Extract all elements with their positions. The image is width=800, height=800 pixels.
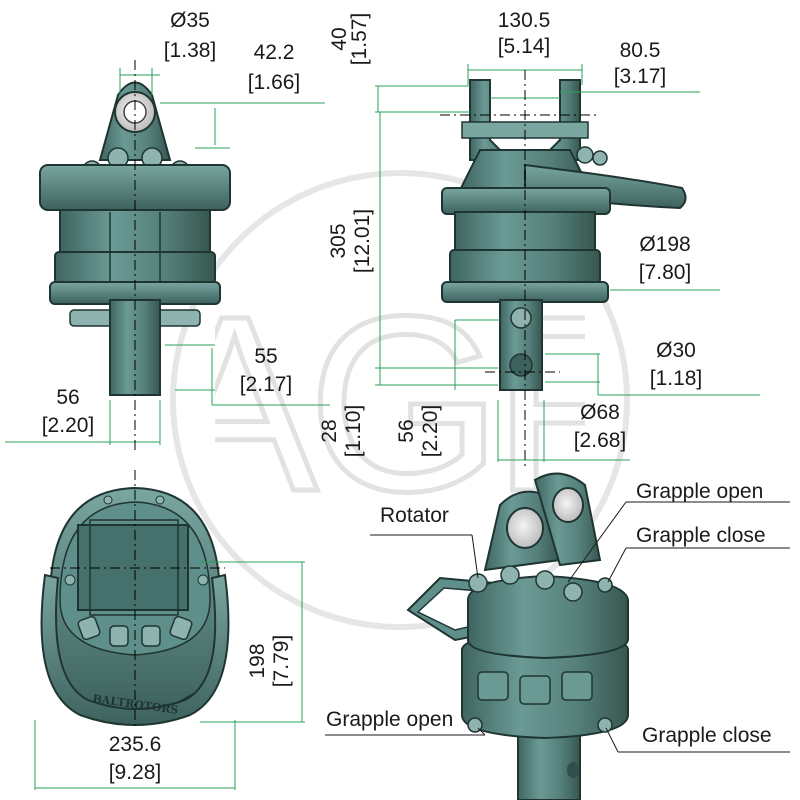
dim-yoke-width-mm: 130.5	[497, 9, 551, 32]
dim-eye-diameter-in: [1.38]	[163, 39, 217, 62]
callout-grapple-open-bottom: Grapple open	[326, 708, 454, 731]
side-view	[375, 64, 760, 470]
dim-housing-diameter-in: [7.80]	[638, 261, 692, 284]
callout-grapple-open-top: Grapple open	[636, 480, 764, 503]
dim-shaft-diameter-mm: Ø68	[580, 401, 620, 424]
top-view: BALTROTORS	[34, 470, 305, 790]
dim-front-shaft-length-in: [2.17]	[239, 373, 293, 396]
dim-yoke-inner-in: [3.17]	[613, 65, 667, 88]
dim-shaft-height-in: [2.20]	[419, 404, 442, 458]
dim-front-shaft-length-mm: 55	[254, 345, 278, 368]
dim-eye-diameter-mm: Ø35	[170, 9, 210, 32]
dim-front-shaft-width-mm: 56	[56, 386, 80, 409]
front-view	[5, 60, 330, 450]
dim-total-height-mm: 305	[327, 223, 350, 259]
callout-rotator: Rotator	[380, 504, 449, 527]
dim-housing-diameter-mm: Ø198	[639, 233, 691, 256]
dim-hole-diameter-in: [1.18]	[649, 367, 703, 390]
dim-front-shaft-width-in: [2.20]	[41, 414, 95, 437]
dim-yoke-width-in: [5.14]	[497, 35, 551, 58]
iso-view	[325, 472, 790, 800]
dim-depth-mm: 198	[246, 643, 269, 679]
dim-hole-offset-in: [1.10]	[342, 404, 365, 458]
dim-top-height-in: [1.57]	[348, 12, 371, 66]
dim-eye-height-in: [1.66]	[247, 71, 301, 94]
dim-shaft-diameter-in: [2.68]	[573, 429, 627, 452]
dim-eye-height-mm: 42.2	[253, 41, 295, 64]
callout-grapple-close-top: Grapple close	[636, 524, 766, 547]
dim-hole-diameter-mm: Ø30	[656, 339, 696, 362]
dim-depth-in: [7.79]	[270, 634, 293, 688]
watermark-ring-outer	[170, 170, 630, 630]
dim-total-height-in: [12.01]	[351, 208, 374, 274]
dim-hole-offset-mm: 28	[318, 419, 341, 443]
dim-width-mm: 235.6	[108, 733, 162, 756]
dim-shaft-height-mm: 56	[395, 419, 418, 443]
dim-yoke-inner-mm: 80.5	[619, 39, 661, 62]
dim-width-in: [9.28]	[108, 761, 162, 784]
callout-grapple-close-bottom: Grapple close	[642, 724, 772, 747]
